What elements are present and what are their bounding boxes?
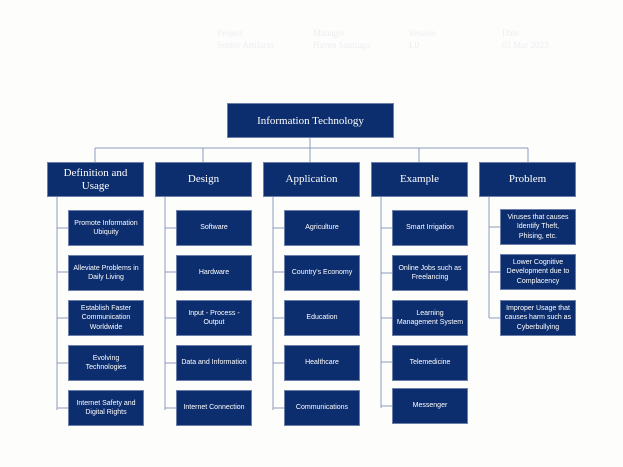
list-item: Establish Faster Communication Worldwide (68, 300, 144, 336)
item-label: Evolving Technologies (85, 354, 127, 372)
item-label: Education (306, 314, 338, 322)
item-label: Hardware (198, 269, 230, 277)
list-item: Hardware (176, 255, 252, 291)
category-design: Design (155, 162, 252, 197)
item-label: Promote Information Ubiquity (74, 219, 138, 237)
category-problem: Problem (479, 162, 576, 197)
item-label: Country's Economy (291, 269, 353, 277)
list-item: Promote Information Ubiquity (68, 210, 144, 246)
item-label: Improper Usage that causes harm such as … (504, 304, 572, 331)
list-item: Messenger (392, 388, 468, 424)
item-label: Agriculture (305, 224, 339, 232)
category-application: Application (263, 162, 360, 197)
meta-value: Haven Santiago (313, 40, 371, 50)
item-label: Messenger (412, 402, 448, 410)
item-label: Alleviate Problems in Daily Living (73, 264, 139, 282)
root-node: Information Technology (227, 103, 394, 138)
category-label: Example (399, 173, 440, 185)
list-item: Healthcare (284, 345, 360, 381)
meta-version: Version 1.0 (408, 27, 436, 51)
meta-value: 1.0 (408, 40, 420, 50)
item-label: Data and Information (181, 359, 247, 367)
meta-label: Version (408, 28, 436, 38)
list-item: Telemedicine (392, 345, 468, 381)
list-item: Education (284, 300, 360, 336)
meta-label: Project (217, 28, 243, 38)
list-item: Learning Management System (392, 300, 468, 336)
list-item: Improper Usage that causes harm such as … (500, 300, 576, 336)
list-item: Internet Safety and Digital Rights (68, 390, 144, 426)
list-item: Agriculture (284, 210, 360, 246)
meta-project: Project Senior Artifacts (217, 27, 274, 51)
list-item: Lower Cognitive Development due to Compl… (500, 254, 576, 290)
list-item: Alleviate Problems in Daily Living (68, 255, 144, 291)
item-label: Lower Cognitive Development due to Compl… (506, 258, 570, 285)
list-item: Viruses that causes Identify Theft, Phis… (500, 209, 576, 245)
item-label: Viruses that causes Identify Theft, Phis… (507, 213, 569, 240)
root-node-label: Information Technology (257, 114, 364, 127)
item-label: Learning Management System (396, 309, 464, 327)
item-label: Input - Process - Output (188, 309, 240, 327)
meta-manager: Manager Haven Santiago (313, 27, 370, 51)
list-item: Online Jobs such as Freelancing (392, 255, 468, 291)
meta-value: Senior Artifacts (217, 40, 274, 50)
item-label: Online Jobs such as Freelancing (398, 264, 462, 282)
list-item: Input - Process - Output (176, 300, 252, 336)
category-label: Problem (508, 173, 547, 185)
meta-label: Date (502, 28, 519, 38)
item-label: Communications (295, 404, 349, 412)
list-item: Software (176, 210, 252, 246)
list-item: Smart Irrigation (392, 210, 468, 246)
meta-value: 03 Mar 2023 (502, 40, 549, 50)
meta-label: Manager (313, 28, 345, 38)
item-label: Establish Faster Communication Worldwide (80, 304, 132, 331)
item-label: Internet Safety and Digital Rights (76, 399, 136, 417)
category-label: Application (285, 173, 338, 185)
item-label: Internet Connection (183, 404, 245, 412)
item-label: Telemedicine (409, 359, 451, 367)
list-item: Evolving Technologies (68, 345, 144, 381)
list-item: Internet Connection (176, 390, 252, 426)
list-item: Data and Information (176, 345, 252, 381)
category-example: Example (371, 162, 468, 197)
item-label: Healthcare (305, 359, 339, 367)
list-item: Country's Economy (284, 255, 360, 291)
item-label: Smart Irrigation (406, 224, 454, 232)
category-definition-and-usage: Definition and Usage (47, 162, 144, 197)
category-label: Definition and Usage (63, 166, 128, 192)
list-item: Communications (284, 390, 360, 426)
meta-date: Date 03 Mar 2023 (502, 27, 549, 51)
category-label: Design (187, 173, 220, 185)
item-label: Software (200, 224, 228, 232)
